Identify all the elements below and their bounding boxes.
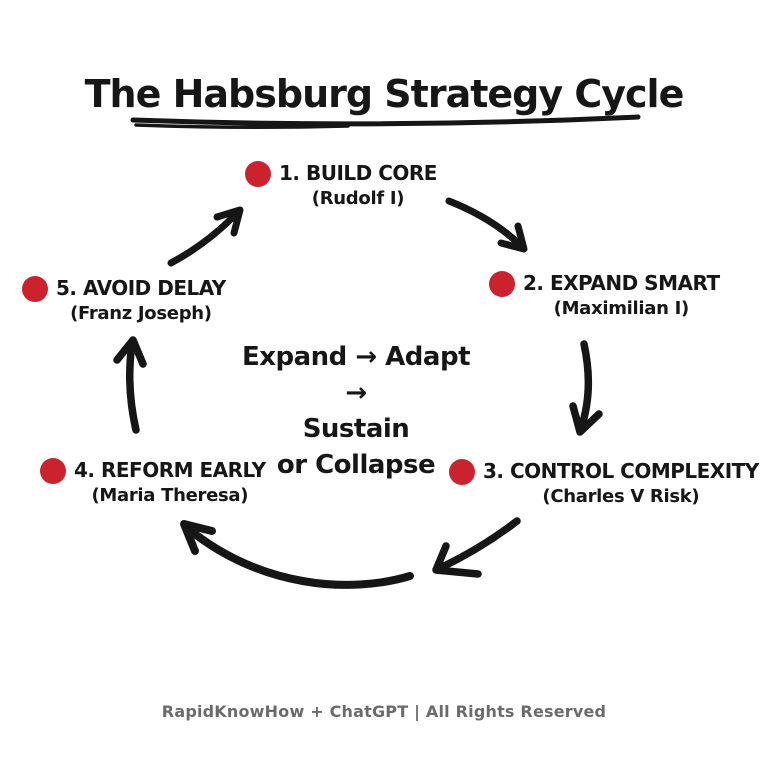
node-5-bullet-dot-icon — [22, 276, 48, 302]
node-1-bullet-dot-icon — [245, 161, 271, 187]
node-3-label: 3. CONTROL COMPLEXITY — [483, 459, 759, 483]
copyright-footer: RapidKnowHow + ChatGPT | All Rights Rese… — [161, 702, 607, 721]
arrow-1-to-2-head-icon — [497, 222, 528, 253]
node-5-label: 5. AVOID DELAY — [56, 276, 226, 300]
arrow-bottom-to-4 — [182, 523, 414, 589]
node-4-label: 4. REFORM EARLY — [74, 458, 266, 482]
arrow-bottom-to-4-head-icon — [180, 520, 216, 555]
node-1-label: 1. BUILD CORE — [279, 161, 437, 185]
center-summary-line-3: or Collapse — [276, 450, 436, 480]
arrow-5-to-1-head-icon — [213, 206, 244, 237]
diagram-title: The Habsburg Strategy Cycle — [84, 72, 685, 116]
node-3-bullet-dot-icon — [449, 459, 475, 485]
arrow-3-to-bottom-head-icon — [432, 542, 482, 578]
cycle-node-5-avoid-delay: 5. AVOID DELAY (Franz Joseph) — [22, 275, 226, 325]
arrow-2-to-3 — [577, 340, 593, 432]
node-2-label: 2. EXPAND SMART — [523, 271, 720, 295]
node-2-sublabel: (Maximilian I) — [553, 298, 690, 319]
center-summary-line-2: Sustain — [302, 414, 410, 444]
cycle-node-3-control-complexity: 3. CONTROL COMPLEXITY (Charles V Risk) — [449, 458, 759, 508]
node-1-sublabel: (Rudolf I) — [311, 188, 405, 209]
node-4-sublabel: (Maria Theresa) — [91, 485, 249, 506]
arrow-4-to-5-head-icon — [113, 336, 147, 368]
center-summary-line-1: Expand → Adapt → — [241, 342, 471, 408]
arrow-2-to-3-head-icon — [569, 402, 603, 436]
title-underline — [130, 114, 641, 127]
node-4-bullet-dot-icon — [40, 458, 66, 484]
arrow-5-to-1 — [167, 210, 240, 267]
cycle-node-1-build-core: 1. BUILD CORE (Rudolf I) — [245, 160, 437, 210]
node-3-sublabel: (Charles V Risk) — [542, 486, 700, 507]
arrow-3-to-bottom — [436, 517, 521, 572]
node-2-bullet-dot-icon — [489, 271, 515, 297]
arrow-1-to-2 — [445, 197, 525, 250]
title-underline-second-stroke — [134, 123, 350, 130]
node-5-sublabel: (Franz Joseph) — [70, 303, 212, 324]
cycle-node-2-expand-smart: 2. EXPAND SMART (Maximilian I) — [489, 270, 720, 320]
arrow-4-to-5 — [126, 340, 140, 434]
cycle-node-4-reform-early: 4. REFORM EARLY (Maria Theresa) — [40, 457, 266, 507]
center-summary: Expand → Adapt → Sustain or Collapse — [228, 339, 484, 483]
